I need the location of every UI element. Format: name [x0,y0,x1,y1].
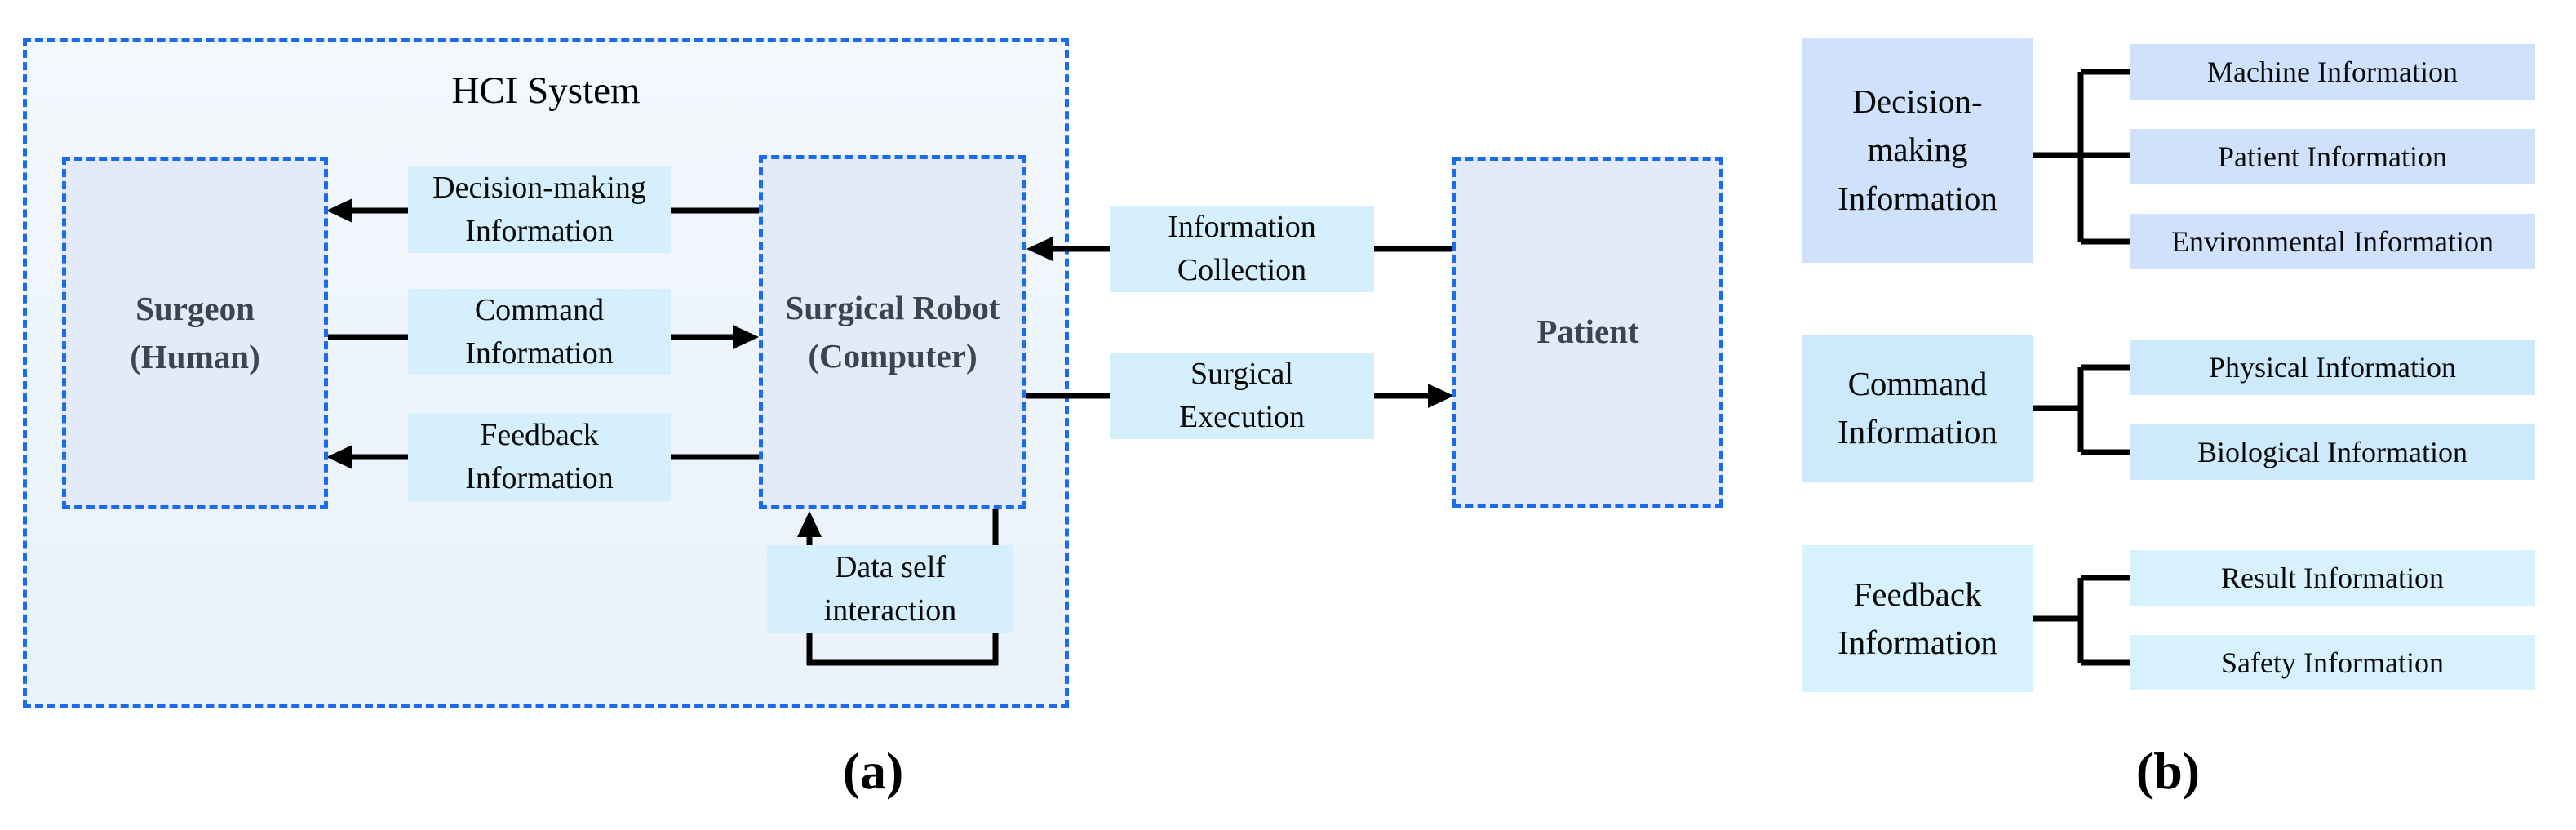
feedback-information-parent-box: Feedback Information [1802,545,2033,692]
surgeon-node: Surgeon (Human) [62,157,328,509]
decision-making-flow-label: Decision-making Information [432,170,646,248]
environmental-information-box: Environmental Information [2130,214,2535,269]
machine-information-label: Machine Information [2207,55,2458,88]
decision-making-information-parent-box: Decision- making Information [1802,38,2033,263]
result-information-label: Result Information [2221,561,2444,594]
surgical-execution-box: Surgical Execution [1110,353,1374,439]
patient-information-box: Patient Information [2130,129,2535,184]
command-information-parent-box: Command Information [1802,335,2033,482]
machine-information-box: Machine Information [2130,44,2535,100]
physical-information-box: Physical Information [2130,340,2535,395]
data-self-interaction-label: Data self interaction [823,549,957,628]
surgical-robot-label: Surgical Robot (Computer) [785,288,1000,375]
information-collection-box: Information Collection [1110,206,1374,292]
feedback-flow-box: Feedback Information [408,413,671,501]
caption-a: (a) [842,742,904,800]
safety-information-box: Safety Information [2130,635,2535,690]
surgical-robot-node: Surgical Robot (Computer) [759,155,1026,509]
tree-command [2033,364,2130,455]
surgical-execution-label: Surgical Execution [1178,356,1306,434]
data-self-interaction-box: Data self interaction [767,545,1013,633]
decision-making-information-parent-label: Decision- making Information [1838,82,1997,217]
command-information-parent-label: Command Information [1838,364,1997,451]
decision-making-flow-box: Decision-making Information [408,166,671,253]
patient-label: Patient [1536,313,1639,351]
tree-decision-making [2033,69,2130,245]
physical-information-label: Physical Information [2209,351,2456,384]
biological-information-box: Biological Information [2130,424,2535,480]
command-flow-label: Command Information [465,292,614,371]
surgeon-label: Surgeon (Human) [130,289,260,375]
patient-information-label: Patient Information [2218,140,2447,173]
caption-b: (b) [2135,742,2201,800]
information-collection-label: Information Collection [1168,209,1316,287]
result-information-box: Result Information [2130,550,2535,606]
command-flow-box: Command Information [408,289,671,375]
environmental-information-label: Environmental Information [2171,225,2494,258]
tree-feedback [2033,575,2130,666]
safety-information-label: Safety Information [2221,646,2444,679]
feedback-information-parent-label: Feedback Information [1838,575,1997,661]
biological-information-label: Biological Information [2197,436,2467,468]
hci-system-title: HCI System [451,69,641,112]
patient-node: Patient [1452,157,1723,508]
feedback-flow-label: Feedback Information [465,417,614,495]
